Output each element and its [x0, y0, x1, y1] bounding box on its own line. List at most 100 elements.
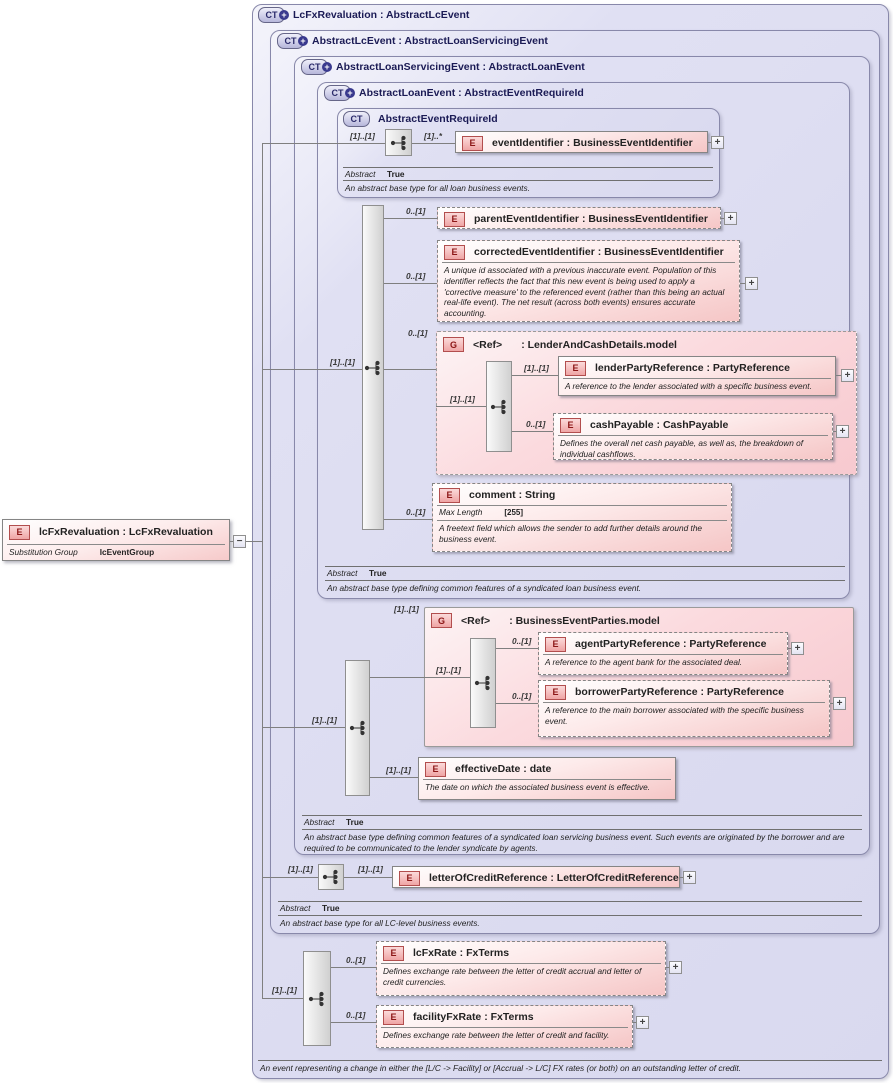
complextype-title: LcFxRevaluation : AbstractLcEvent	[293, 9, 470, 21]
divider	[563, 378, 831, 379]
expand-button[interactable]: +	[791, 642, 804, 655]
complextype-icon[interactable]: CT+	[258, 7, 289, 23]
divider	[381, 963, 661, 964]
element-icon: E	[399, 870, 420, 886]
connector-line	[384, 218, 437, 219]
cardinality-label: [1]..[1]	[358, 864, 383, 874]
connector-line	[436, 406, 486, 407]
abstract-facet-value: True	[369, 568, 387, 578]
cardinality-label: [1]..[1]	[350, 131, 375, 141]
abstract-facet-value: True	[322, 903, 340, 913]
element-icon: E	[9, 524, 30, 540]
facet-divider	[302, 815, 862, 816]
connector-line	[384, 283, 437, 284]
expand-button[interactable]: +	[745, 277, 758, 290]
sequence-bar[interactable]	[345, 660, 370, 796]
expand-button[interactable]: +	[683, 871, 696, 884]
expand-button[interactable]: +	[636, 1016, 649, 1029]
complextype-icon[interactable]: CT+	[301, 59, 332, 75]
substitution-group-label: Substitution Group	[9, 547, 78, 557]
connector-line	[412, 143, 455, 144]
element-icon: E	[545, 684, 566, 700]
expand-button[interactable]: +	[833, 697, 846, 710]
complextype-icon[interactable]: CT	[343, 111, 370, 127]
element-description: A reference to the agent bank for the as…	[545, 657, 743, 667]
annotation-text: An abstract base type defining common fe…	[304, 832, 845, 853]
expand-button[interactable]: +	[836, 425, 849, 438]
complextype-header-abstractloanevent: CT+ AbstractLoanEvent : AbstractEventReq…	[324, 85, 584, 101]
divider	[381, 1027, 628, 1028]
derived-plus-icon: +	[345, 88, 355, 98]
facet-divider	[325, 566, 845, 567]
sequence-bar[interactable]	[362, 205, 384, 530]
cardinality-label: 0..[1]	[406, 507, 426, 517]
complextype-title: AbstractLoanServicingEvent : AbstractLoa…	[336, 61, 585, 73]
complextype-icon[interactable]: CT+	[324, 85, 355, 101]
connector-line	[512, 431, 553, 432]
collapse-button[interactable]: −	[233, 535, 246, 548]
sequence-bar[interactable]	[303, 951, 331, 1046]
facet-divider	[258, 1060, 882, 1061]
connector-line	[836, 375, 841, 376]
facet-divider	[343, 180, 713, 181]
expand-button[interactable]: +	[711, 136, 724, 149]
element-icon: E	[462, 135, 483, 151]
group-title: : LenderAndCashDetails.model	[521, 338, 677, 351]
connector-line	[230, 541, 233, 542]
derived-plus-icon: +	[279, 10, 289, 20]
connector-line	[633, 1022, 636, 1023]
cardinality-label: 0..[1]	[408, 328, 428, 338]
cardinality-label: [1]..[1]	[394, 604, 419, 614]
abstract-facet-value: True	[387, 169, 405, 179]
element-description: Defines exchange rate between the letter…	[383, 966, 642, 987]
cardinality-label: 0..[1]	[512, 691, 532, 701]
complextype-header-abstractloanservicingevent: CT+ AbstractLoanServicingEvent : Abstrac…	[301, 59, 585, 75]
complextype-header-abstractlcevent: CT+ AbstractLcEvent : AbstractLoanServic…	[277, 33, 548, 49]
cardinality-label: [1]..*	[424, 131, 442, 141]
element-icon: E	[444, 244, 465, 260]
sequence-icon[interactable]	[385, 129, 412, 156]
sequence-bar[interactable]	[486, 361, 512, 452]
group-header: G <Ref> : BusinessEventParties.model	[431, 613, 660, 628]
sequence-icon[interactable]	[318, 864, 344, 890]
abstract-facet-label: Abstract	[304, 817, 335, 827]
cardinality-label: 0..[1]	[346, 1010, 366, 1020]
maxlength-facet-value: [255]	[504, 508, 524, 517]
sequence-bar[interactable]	[470, 638, 496, 728]
group-header: G <Ref> : LenderAndCashDetails.model	[443, 337, 677, 352]
expand-button[interactable]: +	[669, 961, 682, 974]
abstract-facet-label: Abstract	[280, 903, 311, 913]
cardinality-label: 0..[1]	[406, 206, 426, 216]
element-description: A reference to the lender associated wit…	[565, 381, 812, 391]
complextype-icon[interactable]: CT+	[277, 33, 308, 49]
cardinality-label: 0..[1]	[406, 271, 426, 281]
group-icon: G	[431, 613, 452, 628]
connector-line	[262, 143, 385, 144]
group-ref-label: <Ref>	[473, 338, 503, 351]
connector-line	[331, 967, 376, 968]
expand-button[interactable]: +	[841, 369, 854, 382]
cardinality-label: [1]..[1]	[450, 394, 475, 404]
maxlength-facet-label: Max Length	[439, 507, 483, 517]
expand-button[interactable]: +	[724, 212, 737, 225]
element-description: Defines the overall net cash payable, as…	[560, 438, 804, 459]
complextype-title: AbstractEventRequireId	[378, 113, 498, 125]
abstract-facet-value: True	[346, 817, 364, 827]
connector-line	[262, 369, 362, 370]
element-description: The date on which the associated busines…	[425, 782, 651, 792]
element-icon: E	[545, 636, 566, 652]
facet-divider	[325, 580, 845, 581]
